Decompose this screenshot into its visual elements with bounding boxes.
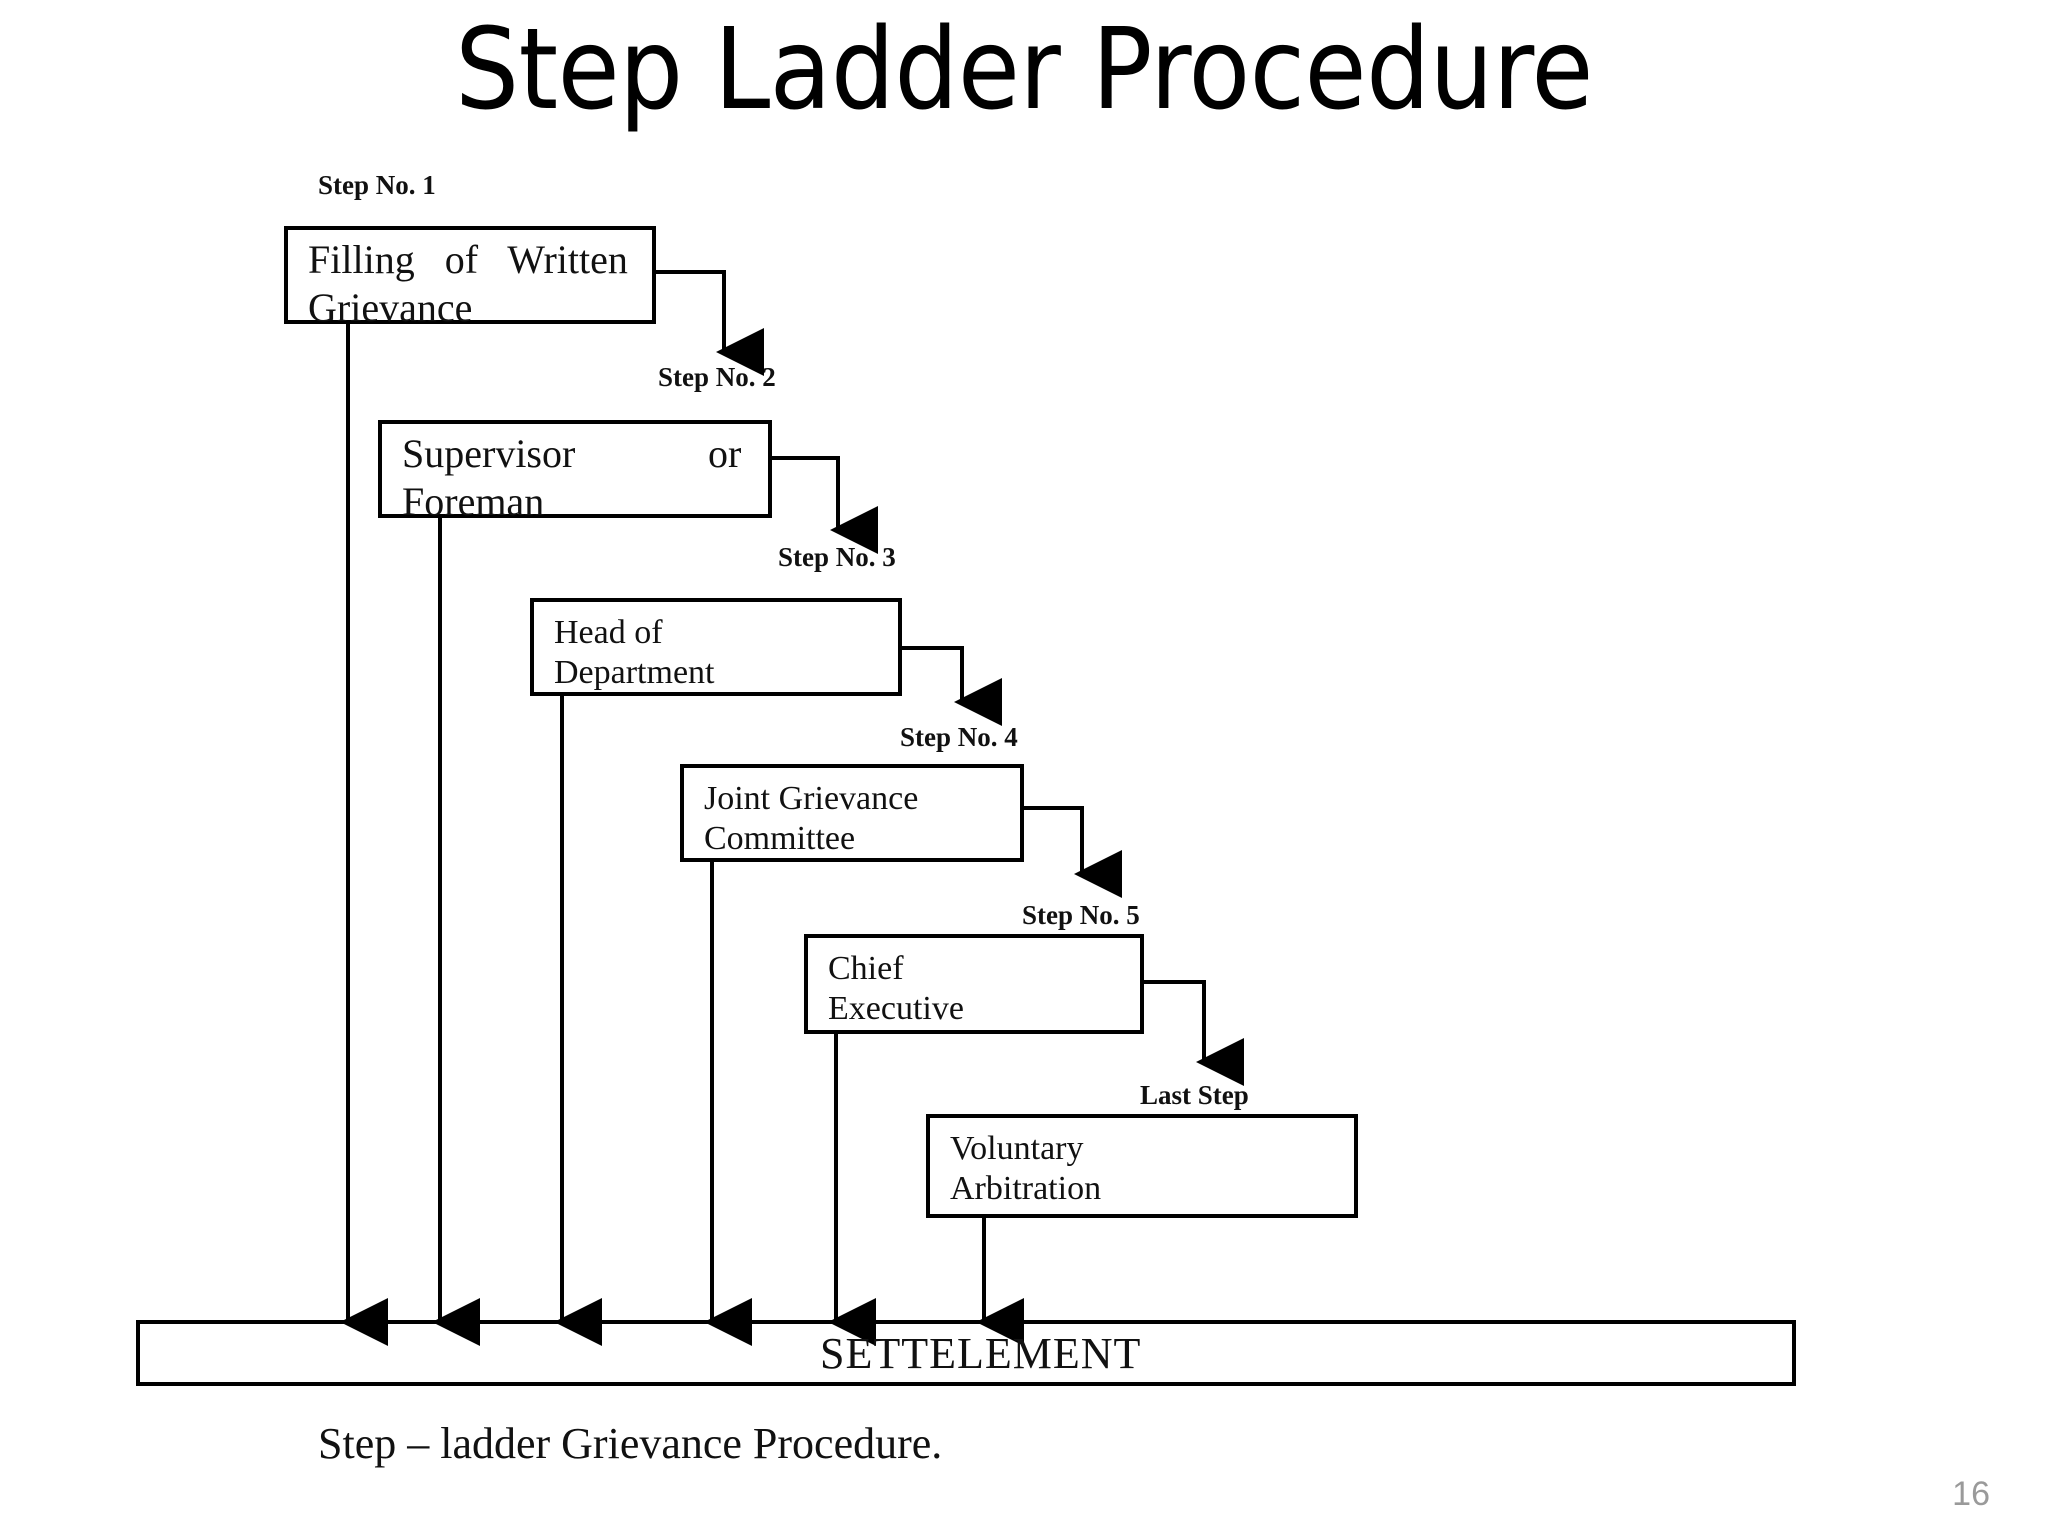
box-step-4-line-2: Committee: [704, 820, 856, 857]
box-step-5-line-1: Chief: [828, 950, 904, 987]
box-step-3-line-2: Department: [554, 654, 715, 691]
step-tag-2: Step No. 2: [658, 362, 776, 392]
connector-4-5: [1022, 806, 1122, 898]
step-tag-1: Step No. 1: [318, 170, 436, 200]
box-step-4: [680, 764, 1024, 862]
box-step-4-line-1: Joint Grievance: [704, 780, 919, 817]
box-step-5-line-2: Executive: [828, 990, 964, 1027]
box-step-2-line-1: Supervisor: [402, 431, 576, 476]
box-step-2-line-2: Foreman: [402, 479, 545, 524]
settlement-label: SETTELEMENT: [820, 1329, 1142, 1378]
diagram-caption: Step – ladder Grievance Procedure.: [318, 1419, 943, 1468]
box-step-1-line-1: Filling of Written: [308, 237, 628, 282]
step-tag-6: Last Step: [1140, 1080, 1249, 1110]
box-step-1: [284, 226, 656, 324]
box-step-6: [926, 1114, 1358, 1218]
box-step-3-line-1: Head of: [554, 614, 663, 651]
box-step-2: [378, 420, 772, 518]
connector-2-3: [770, 456, 878, 554]
box-step-2-conjunction: or: [708, 431, 742, 476]
step-tag-4: Step No. 4: [900, 722, 1018, 752]
box-step-6-line-1: Voluntary: [950, 1130, 1084, 1167]
connector-3-4: [900, 646, 1002, 726]
step-tag-5: Step No. 5: [1022, 900, 1140, 930]
step-tag-3: Step No. 3: [778, 542, 896, 572]
settlement-bar: [136, 1320, 1796, 1386]
connector-1-2: [654, 270, 764, 376]
box-step-6-line-2: Arbitration: [950, 1170, 1102, 1207]
box-step-1-line-2: Grievance: [308, 285, 473, 330]
page-number: 16: [1952, 1475, 1990, 1513]
page-title: Step Ladder Procedure: [455, 5, 1593, 135]
connector-5-6: [1142, 980, 1244, 1086]
